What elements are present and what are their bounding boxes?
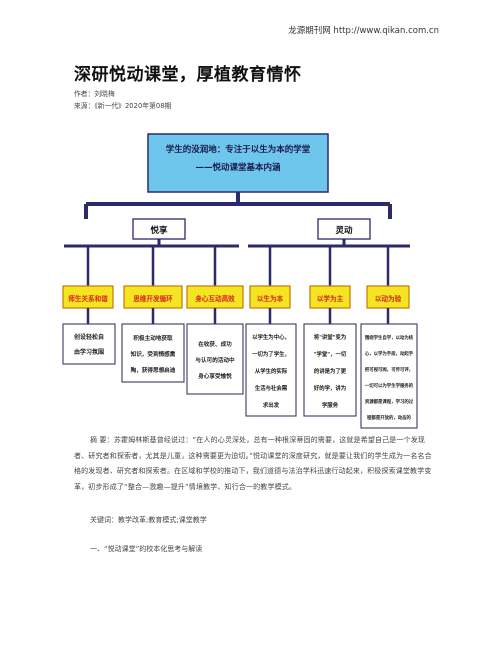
diagram-category-1-label: 师生关系和谐 [68,294,108,303]
diagram-detail-1-line2: 由学习氛围 [74,348,104,356]
site-header: 龙源期刊网 http://www.qikan.com.cn [288,26,439,36]
diagram-branch-right-label: 灵动 [335,225,353,236]
diagram-category-3-label: 身心互动高效 [194,294,235,303]
diagram-detail-3-line1: 在收获、成功 [198,340,232,348]
diagram-detail-5-line4: 好的学，讲为 [313,384,346,392]
diagram-detail-6-line3: 把可视可闻，可传可评， [365,366,413,373]
diagram-detail-6 [360,323,418,429]
diagram-category-5-label: 以学为主 [317,294,344,303]
diagram-detail-3 [186,323,244,395]
diagram-detail-5-line5: 学服务 [322,401,339,409]
diagram-detail-6-line6: 程都是开放的，动态的 [366,414,412,421]
diagram-detail-3-line3: 身心享受愉悦 [198,372,232,380]
concept-diagram: 学生的没润地：专注于以生为本的学堂 ——悦动课堂基本内涵 悦享 灵动 师生关系和… [58,114,418,434]
section-heading: 一、“悦动课堂”的校本化思考与解读 [90,545,203,553]
diagram-detail-3-line2: 与认可的活动中 [195,356,235,364]
diagram-detail-2-line2: 知识，受到情感熏 [131,350,176,358]
diagram-detail-5-line2: "学堂"，一切 [314,350,347,358]
diagram-detail-6-line4: 一切可以为学生学服务的 [365,382,414,389]
diagram-detail-2 [121,323,185,383]
diagram-detail-2-line3: 陶，获得思想启迪 [131,366,176,374]
diagram-detail-2-line1: 积极主动地获取 [133,334,173,342]
diagram-detail-4-line3: 从学生的实际 [255,367,288,375]
diagram-root-line2: ——悦动课堂基本内涵 [195,162,281,173]
diagram-detail-4-line4: 生活与社会需 [255,384,288,392]
article-title: 深研悦动课堂，厚植教育情怀 [74,65,302,85]
abstract: 摘 要：苏霍姆林斯基曾经说过：“在人的心灵深处，总有一种根深蒂固的需要，这就是希… [74,436,432,491]
diagram-detail-6-line5: 资源都是课程，学习的过 [365,398,414,405]
diagram-root-line1: 学生的没润地：专注于以生为本的学堂 [166,144,311,155]
diagram-category-2-label: 思维开发循环 [133,294,173,303]
diagram-detail-1 [62,323,116,365]
article-source: 来源：《新一代》2020年第08期 [74,102,172,110]
diagram-detail-5 [303,323,357,417]
diagram-detail-1-line1: 创设轻松自 [73,333,104,341]
diagram-detail-6-line1: 围绕学生自学，以动为核 [365,334,414,341]
keywords: 关键词：教学改革;教育模式;课堂教学 [90,516,207,524]
diagram-category-4-label: 以生为本 [257,294,284,303]
diagram-branch-left-label: 悦享 [150,225,168,236]
diagram-detail-4-line1: 以学生为中心， [252,333,290,341]
diagram-detail-4-line5: 求出发 [263,401,280,409]
article-author: 作者：刘晓梅 [74,90,115,98]
diagram-detail-6-line2: 心，以学为手段，动起手 [365,350,414,357]
diagram-root-box [147,133,329,193]
diagram-detail-4-line2: 一切为了学生， [252,350,290,358]
diagram-detail-5-line1: 将"讲堂"变为 [314,333,347,341]
diagram-category-6-label: 以动为验 [375,294,402,303]
diagram-detail-5-line3: 的讲是为了更 [314,367,347,375]
diagram-detail-4 [245,323,297,417]
